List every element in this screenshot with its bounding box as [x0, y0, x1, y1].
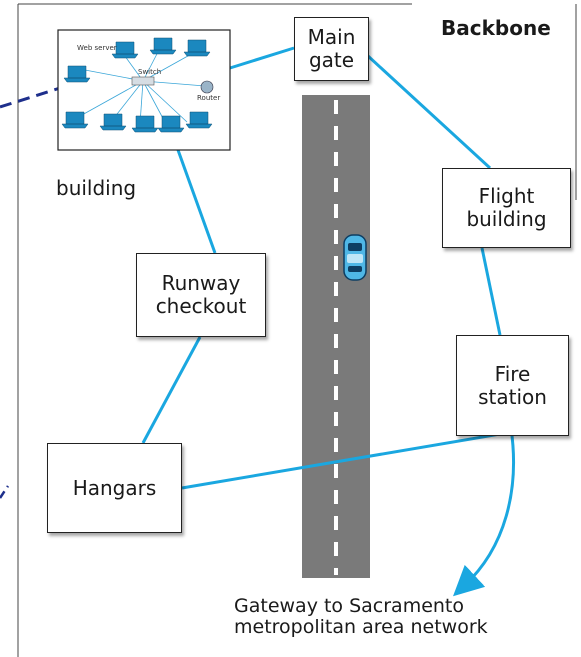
node-fire-station-label: Fire station	[478, 361, 547, 409]
laptop-icons	[61, 37, 213, 133]
web-server-label: Web server	[77, 44, 117, 52]
node-hangars-label: Hangars	[72, 475, 157, 500]
link-maingate-flight	[366, 54, 492, 170]
car-icon	[343, 234, 367, 281]
external-link-dashed-top	[0, 86, 61, 109]
lan-inset: Web server Switch Router	[57, 29, 231, 151]
gateway-caption: Gateway to Sacramento metropolitan area …	[234, 595, 488, 639]
external-link-dashed-bottom	[0, 485, 10, 499]
node-runway-checkout: Runway checkout	[136, 253, 266, 337]
node-main-gate-label: Main gate	[307, 25, 356, 72]
link-runway-hangars	[141, 336, 202, 444]
backbone-links	[141, 46, 513, 490]
node-flight-building-label: Flight building	[466, 184, 547, 231]
node-main-gate: Main gate	[294, 17, 369, 81]
link-flight-fire	[480, 247, 502, 336]
node-runway-checkout-label: Runway checkout	[155, 271, 247, 318]
building-label: building	[56, 176, 137, 200]
router-icon	[200, 80, 214, 94]
switch-icon	[131, 76, 155, 86]
gateway-arrow	[453, 427, 515, 597]
node-hangars: Hangars	[47, 443, 182, 533]
link-hangars-fire	[181, 430, 513, 490]
router-label: Router	[197, 94, 220, 102]
link-lan-runway	[176, 149, 217, 254]
backbone-title: Backbone	[441, 16, 551, 40]
node-flight-building: Flight building	[442, 168, 571, 248]
switch-label: Switch	[138, 68, 161, 76]
link-lan-maingate	[229, 46, 295, 70]
node-fire-station: Fire station	[456, 335, 569, 436]
